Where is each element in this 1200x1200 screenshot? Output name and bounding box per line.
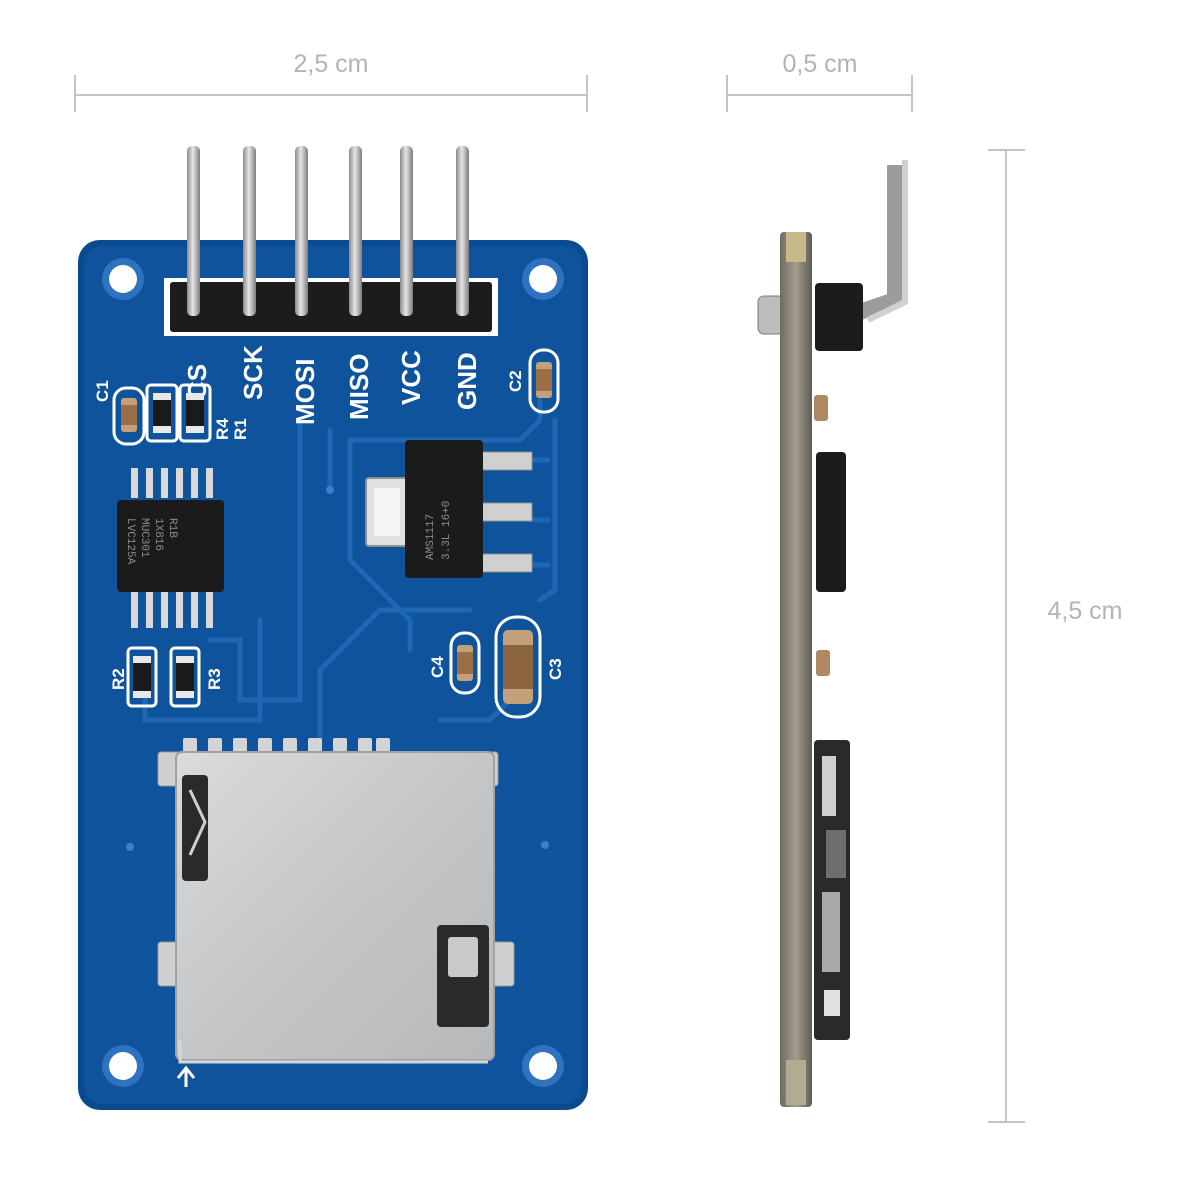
component-c1: C1 bbox=[93, 380, 146, 446]
pin-label-sck: SCK bbox=[238, 345, 268, 400]
header-body bbox=[170, 282, 492, 332]
insert-arrow-icon bbox=[176, 1065, 196, 1087]
svg-text:R1B: R1B bbox=[166, 518, 178, 538]
pin-miso[interactable] bbox=[349, 146, 362, 316]
buffer-ic: LVC125A MUC301 1X816 R1B bbox=[117, 468, 224, 628]
svg-text:3.3L 16+0: 3.3L 16+0 bbox=[441, 501, 453, 560]
component-c3: C3 bbox=[494, 615, 565, 719]
label-r1: R1 bbox=[231, 418, 250, 440]
side-sd-slot bbox=[814, 740, 850, 1040]
microsd-card-slot[interactable] bbox=[157, 738, 515, 1087]
thickness-label: 0,5 cm bbox=[782, 50, 857, 78]
pin-label-mosi: MOSI bbox=[290, 359, 320, 425]
svg-text:R3: R3 bbox=[205, 668, 224, 690]
pin-sck[interactable] bbox=[243, 146, 256, 316]
component-r3: R3 bbox=[169, 646, 224, 708]
pin-label-gnd: GND bbox=[452, 352, 482, 410]
thickness-dimension: 0,5 cm bbox=[726, 50, 913, 112]
pin-header[interactable] bbox=[164, 146, 498, 336]
side-capacitor-2 bbox=[816, 650, 830, 676]
svg-text:LVC125A: LVC125A bbox=[124, 518, 136, 565]
via bbox=[326, 486, 334, 494]
pcb-side-view bbox=[757, 160, 908, 1107]
svg-text:C3: C3 bbox=[546, 658, 565, 680]
component-c4: C4 bbox=[428, 631, 481, 695]
component-r2: R2 bbox=[109, 646, 158, 708]
side-capacitor bbox=[814, 395, 828, 421]
pin-cs[interactable] bbox=[187, 146, 200, 316]
pin-vcc[interactable] bbox=[400, 146, 413, 316]
side-header-body bbox=[815, 283, 863, 351]
via bbox=[126, 843, 134, 851]
pcb-edge-bottom bbox=[786, 1060, 806, 1105]
svg-text:AMS1117: AMS1117 bbox=[425, 514, 437, 560]
pin-label-miso: MISO bbox=[344, 354, 374, 420]
component-c2: C2 bbox=[506, 348, 560, 414]
voltage-regulator: AMS1117 3.3L 16+0 bbox=[365, 440, 533, 578]
height-label: 4,5 cm bbox=[1047, 597, 1122, 625]
label-r4: R4 bbox=[213, 418, 232, 440]
width-label: 2,5 cm bbox=[293, 50, 368, 78]
via bbox=[541, 841, 549, 849]
svg-text:C2: C2 bbox=[506, 370, 525, 392]
pin-gnd[interactable] bbox=[456, 146, 469, 316]
pin-labels: CS SCK MOSI MISO VCC GND bbox=[182, 345, 482, 425]
component-r1 bbox=[178, 383, 212, 443]
mounting-holes bbox=[102, 258, 564, 1087]
bent-pin bbox=[857, 165, 903, 320]
pcb-edge bbox=[780, 232, 812, 1107]
bent-pin-highlight bbox=[866, 160, 908, 323]
svg-text:C4: C4 bbox=[428, 656, 447, 678]
side-regulator bbox=[816, 452, 846, 592]
svg-text:R2: R2 bbox=[109, 668, 128, 690]
svg-text:C1: C1 bbox=[93, 380, 112, 402]
component-r4 bbox=[145, 383, 179, 443]
width-dimension: 2,5 cm bbox=[74, 50, 588, 112]
pcb-edge-top bbox=[786, 232, 806, 262]
height-dimension: 4,5 cm bbox=[988, 149, 1123, 1123]
header-pins bbox=[187, 146, 469, 316]
svg-text:MUC301: MUC301 bbox=[138, 518, 150, 558]
pcb-front-view: CS SCK MOSI MISO VCC GND C1 R4 R1 bbox=[78, 146, 588, 1110]
svg-text:1X816: 1X816 bbox=[152, 518, 164, 551]
slot-contacts bbox=[183, 738, 390, 752]
pin-mosi[interactable] bbox=[295, 146, 308, 316]
pin-label-vcc: VCC bbox=[396, 350, 426, 405]
